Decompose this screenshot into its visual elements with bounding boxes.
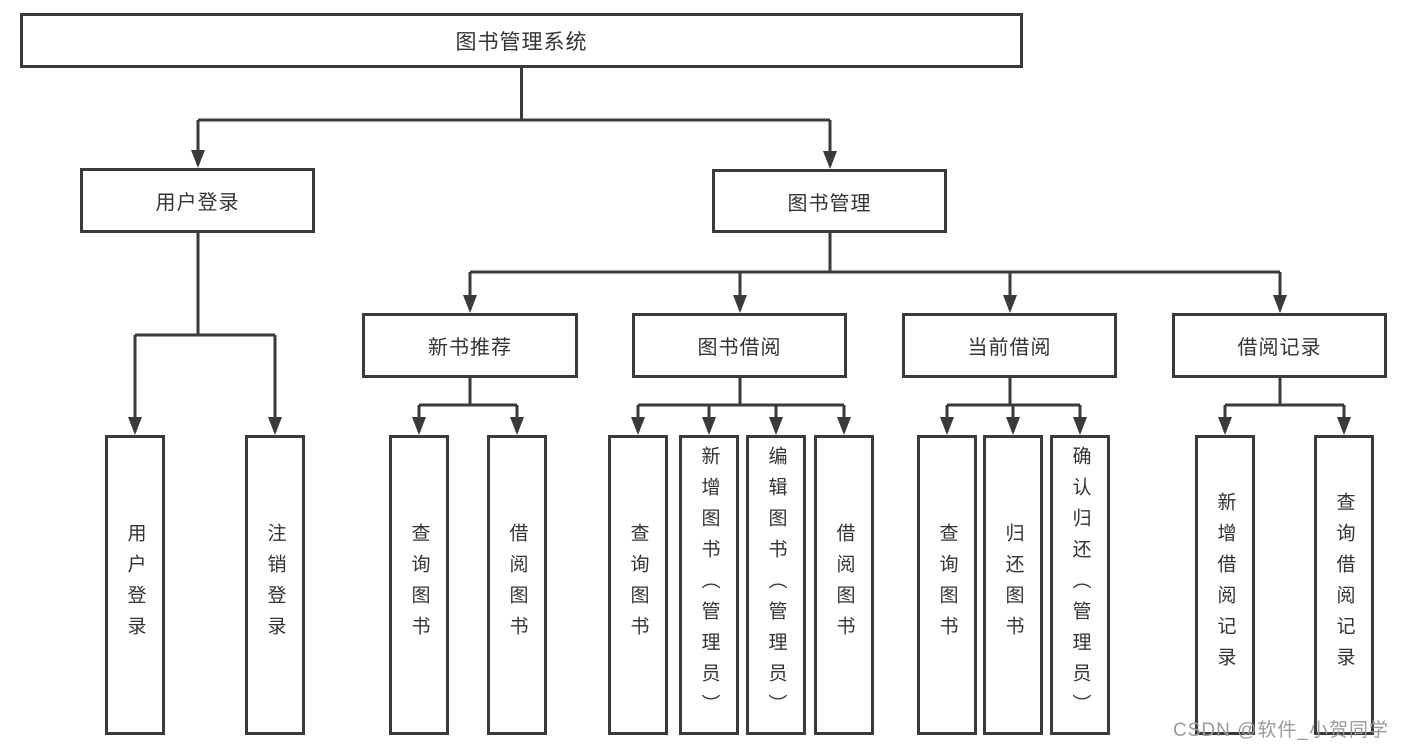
leaf-add-book-admin-label: 新增图书（管理员） xyxy=(698,445,720,725)
leaf-borrow-books-recommend: 借阅图书 xyxy=(487,435,547,735)
node-user-login: 用户登录 xyxy=(80,168,315,233)
leaf-query-books-borrowing-label: 查询图书 xyxy=(627,523,649,647)
leaf-logout: 注销登录 xyxy=(245,435,305,735)
leaf-query-books-current-label: 查询图书 xyxy=(936,523,958,647)
leaf-logout-label: 注销登录 xyxy=(264,523,286,647)
node-borrowing-records: 借阅记录 xyxy=(1172,313,1387,378)
leaf-user-login-label: 用户登录 xyxy=(124,523,146,647)
leaf-borrow-books-recommend-label: 借阅图书 xyxy=(506,523,528,647)
node-new-book-recommend: 新书推荐 xyxy=(362,313,578,378)
leaf-add-borrow-record-label: 新增借阅记录 xyxy=(1214,492,1236,678)
leaf-add-borrow-record: 新增借阅记录 xyxy=(1195,435,1255,735)
node-current-borrowing: 当前借阅 xyxy=(902,313,1117,378)
node-book-borrowing: 图书借阅 xyxy=(632,313,847,378)
leaf-query-books-current: 查询图书 xyxy=(917,435,977,735)
leaf-query-borrow-record-label: 查询借阅记录 xyxy=(1333,492,1355,678)
leaf-confirm-return-admin: 确认归还（管理员） xyxy=(1050,435,1110,735)
leaf-edit-book-admin-label: 编辑图书（管理员） xyxy=(765,445,787,725)
leaf-return-books: 归还图书 xyxy=(983,435,1043,735)
node-library-system-root: 图书管理系统 xyxy=(20,13,1023,68)
leaf-confirm-return-admin-label: 确认归还（管理员） xyxy=(1069,445,1091,725)
leaf-query-books-borrowing: 查询图书 xyxy=(608,435,668,735)
leaf-query-books-recommend-label: 查询图书 xyxy=(408,523,430,647)
leaf-edit-book-admin: 编辑图书（管理员） xyxy=(746,435,806,735)
leaf-user-login: 用户登录 xyxy=(105,435,165,735)
leaf-query-books-recommend: 查询图书 xyxy=(389,435,449,735)
leaf-borrow-books-borrowing-label: 借阅图书 xyxy=(833,523,855,647)
node-book-management: 图书管理 xyxy=(712,169,947,233)
leaf-return-books-label: 归还图书 xyxy=(1002,523,1024,647)
leaf-add-book-admin: 新增图书（管理员） xyxy=(679,435,739,735)
leaf-query-borrow-record: 查询借阅记录 xyxy=(1314,435,1374,735)
csdn-watermark: CSDN @软件_小贺同学 xyxy=(1173,720,1389,741)
leaf-borrow-books-borrowing: 借阅图书 xyxy=(814,435,874,735)
